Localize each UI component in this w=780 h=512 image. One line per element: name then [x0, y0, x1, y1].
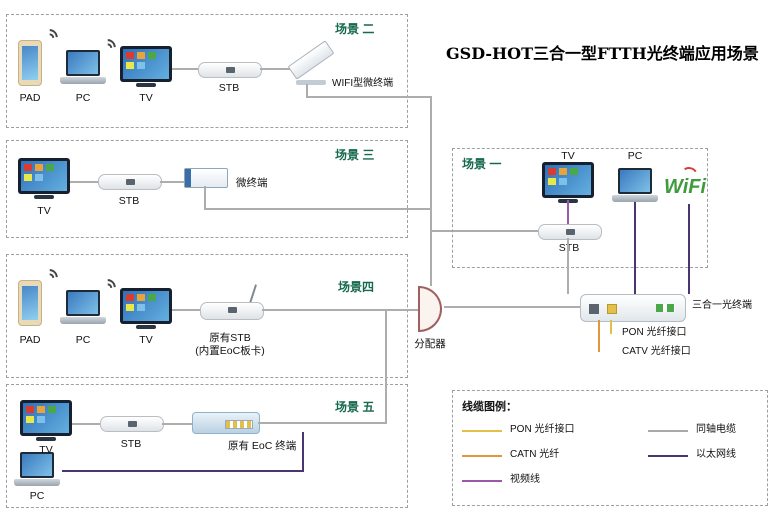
cable-coax	[306, 96, 432, 98]
scenario4-box	[6, 254, 408, 378]
legend-label-pon: PON 光纤接口	[510, 424, 575, 435]
cable-pon-fiber	[610, 320, 612, 334]
cable-coax	[204, 208, 432, 210]
legend-label-ethernet: 以太网线	[696, 449, 736, 460]
tablet-device	[18, 40, 42, 86]
cable-coax	[260, 68, 290, 70]
cable-coax	[430, 230, 538, 232]
tv-device	[542, 162, 594, 198]
device-label-tv: TV	[37, 205, 51, 217]
page-title: GSD-HOT三合一型FTTH光终端应用场景	[446, 44, 759, 63]
optical-terminal-device	[580, 294, 686, 322]
cable-coax	[385, 310, 387, 424]
tv-device	[120, 288, 172, 324]
stb-device	[98, 174, 162, 190]
cable-coax	[306, 84, 308, 96]
cable-coax	[262, 309, 420, 311]
splitter-label: 分配器	[414, 338, 446, 350]
legend-swatch-coax	[648, 430, 688, 432]
legend-swatch-catn	[462, 455, 502, 457]
stb-device	[198, 62, 262, 78]
laptop-device	[14, 452, 60, 486]
cable-coax-trunk	[430, 96, 432, 286]
legend-title: 线缆图例：	[462, 401, 517, 413]
cable-coax	[567, 238, 569, 294]
device-label-tv: TV	[139, 92, 153, 104]
scenario4-label: 场景四	[338, 280, 375, 294]
tablet-device	[18, 280, 42, 326]
device-label-pc: PC	[29, 490, 45, 502]
scenario3-box	[6, 140, 408, 238]
device-label-pad: PAD	[19, 92, 41, 104]
cable-ethernet	[688, 204, 690, 294]
scenario2-box	[6, 14, 408, 128]
cable-coax	[162, 423, 192, 425]
device-label-eoc-terminal: 原有 EoC 终端	[228, 440, 297, 452]
device-label-stb: STB	[120, 438, 142, 450]
tv-device	[120, 46, 172, 82]
device-label-micro-terminal: 微终端	[236, 177, 268, 189]
scenario5-label: 场景 五	[335, 400, 375, 414]
scenario1-label: 场景 一	[462, 157, 502, 171]
device-label-pad: PAD	[19, 334, 41, 346]
cable-coax	[172, 309, 200, 311]
legend-swatch-ethernet	[648, 455, 688, 457]
legend-box	[452, 390, 768, 506]
legend-label-catn: CATN 光纤	[510, 449, 560, 460]
eoc-stb-device	[200, 302, 264, 320]
device-label-pc: PC	[75, 334, 91, 346]
laptop-device	[60, 290, 106, 324]
cable-coax	[160, 181, 184, 183]
cable-ethernet	[302, 432, 304, 472]
device-label-old-stb: 原有STB	[209, 332, 251, 344]
cable-coax	[444, 306, 580, 308]
cable-coax	[204, 186, 206, 208]
device-label-tv: TV	[39, 444, 53, 456]
device-label-tv: TV	[139, 334, 153, 346]
device-label-pc: PC	[627, 150, 643, 162]
device-label-old-stb-note: (内置EoC板卡)	[195, 345, 265, 357]
cable-catv-fiber	[598, 320, 600, 352]
device-label-tv: TV	[561, 150, 575, 162]
legend-label-coax: 同轴电缆	[696, 424, 736, 435]
cable-coax	[70, 181, 98, 183]
device-label-wifi-terminal: WIFI型微终端	[332, 78, 394, 89]
scenario2-label: 场景 二	[335, 22, 375, 36]
legend-label-video: 视频线	[510, 474, 540, 485]
wifi-logo: WiFi	[664, 176, 707, 198]
micro-terminal-device	[184, 168, 228, 188]
wifi-micro-terminal-base	[296, 80, 326, 85]
splitter-device	[418, 286, 442, 332]
tv-device	[18, 158, 70, 194]
optical-terminal-label: 三合一光终端	[692, 300, 752, 311]
cable-coax	[172, 68, 198, 70]
device-label-stb: STB	[538, 242, 600, 255]
stb-device	[100, 416, 164, 432]
scenario3-label: 场景 三	[335, 148, 375, 162]
eoc-terminal-device	[192, 412, 260, 434]
laptop-device	[612, 168, 658, 202]
legend-swatch-video	[462, 480, 502, 482]
cable-coax	[258, 422, 387, 424]
cable-video	[567, 200, 569, 224]
device-label-stb: STB	[218, 82, 240, 94]
tv-device	[20, 400, 72, 436]
scenario5-box	[6, 384, 408, 508]
device-label-stb: STB	[118, 195, 140, 207]
stb-device	[538, 224, 602, 240]
legend-swatch-pon	[462, 430, 502, 432]
laptop-device	[60, 50, 106, 84]
device-label-pc: PC	[75, 92, 91, 104]
catv-port-label: CATV 光纤接口	[622, 346, 691, 357]
scenario1-box	[452, 148, 708, 268]
cable-ethernet	[62, 470, 304, 472]
cable-coax	[72, 423, 100, 425]
pon-port-label: PON 光纤接口	[622, 327, 687, 338]
cable-ethernet	[634, 202, 636, 294]
